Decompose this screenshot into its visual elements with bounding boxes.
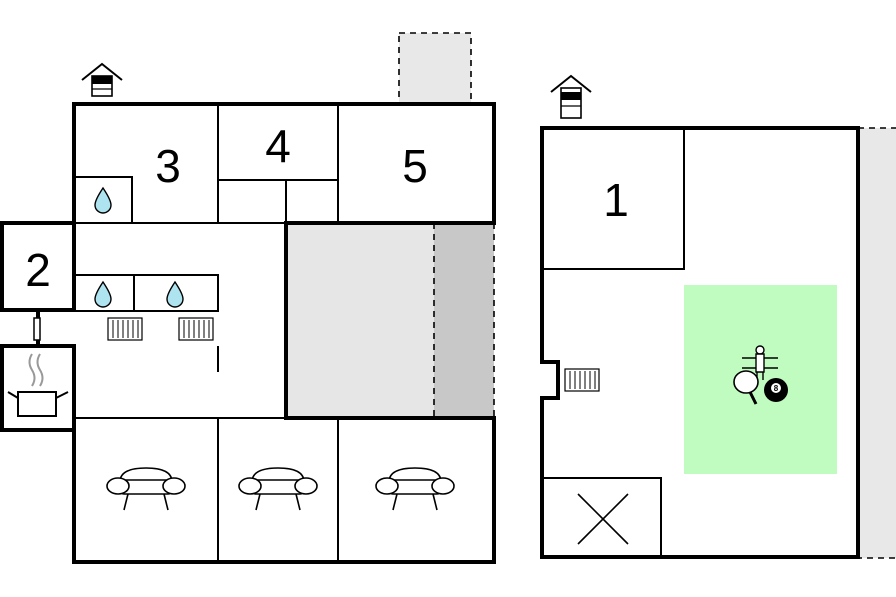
room-4-label: 4 [265, 120, 291, 172]
radiator-icon [178, 317, 214, 341]
left-building-outline [0, 102, 496, 564]
radiator-icon [107, 317, 143, 341]
billiard-ball-number: 8 [774, 384, 779, 393]
radiator-icon [564, 368, 600, 392]
sofa-icon [238, 467, 318, 511]
room-2-label: 2 [25, 244, 51, 296]
annex-right [857, 127, 896, 559]
sofa-icon [106, 467, 186, 511]
terrace-dark-strip [434, 223, 494, 418]
water-drop-icon [94, 280, 112, 308]
room-5-label: 5 [402, 140, 428, 192]
house-entrance-icon [550, 74, 592, 119]
cooking-pot-icon [7, 353, 69, 417]
games-icon: 8 [733, 345, 788, 405]
bathroom-b [133, 274, 219, 312]
kitchen-walls [2, 344, 76, 430]
door-small [33, 317, 41, 341]
bathroom-3 [73, 176, 133, 224]
annex-top [398, 32, 472, 104]
void-box [541, 477, 662, 558]
house-entrance-icon [81, 62, 123, 97]
water-drop-icon [94, 186, 112, 214]
sofa-icon [375, 467, 455, 511]
water-drop-icon [166, 280, 184, 308]
room-2-walls [2, 221, 76, 312]
room-1-walls [542, 128, 685, 270]
room-1-label: 1 [603, 174, 629, 226]
cross-void-icon [577, 493, 629, 545]
game-area [684, 285, 837, 474]
right-building-outline [540, 126, 860, 559]
room-3-label: 3 [155, 140, 181, 192]
